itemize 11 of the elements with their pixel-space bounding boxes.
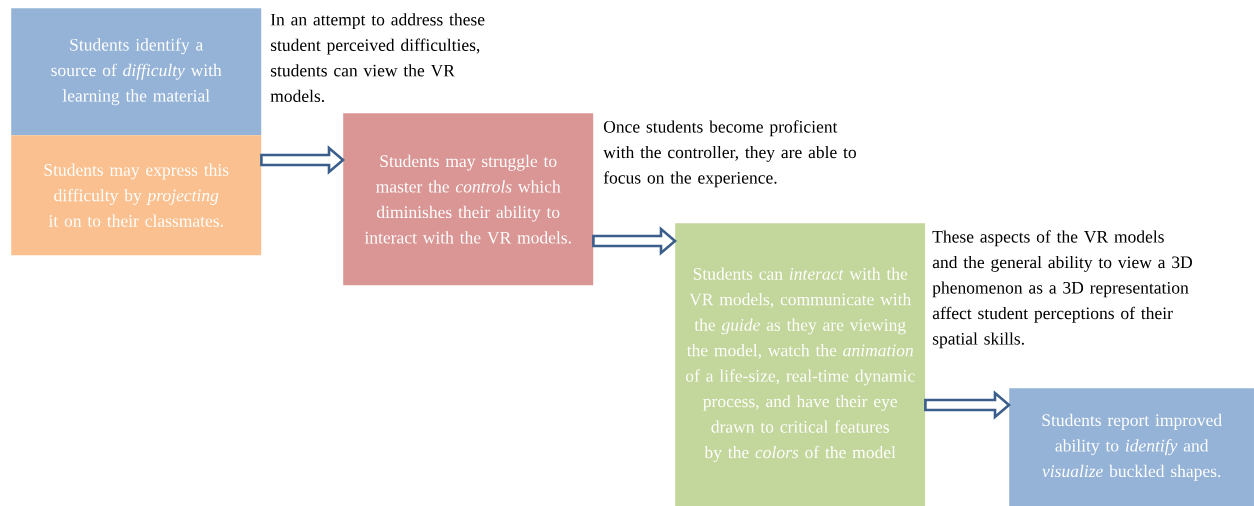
process-box: Students may express this difficulty by projecting it on to their classmates.	[11, 135, 262, 256]
process-box: Students report improved ability to identify and visualize buckled shapes.	[1009, 388, 1254, 506]
process-box: Students can interact with the VR models, communicate with the guide as they are viewing the model, watch the animation of a life-size, real-time dynamic process, and have their eye drawn to critical features by the colors of the model	[675, 223, 926, 506]
block-arrow	[924, 390, 1011, 420]
block-arrow	[592, 226, 677, 256]
process-box: Students may struggle to master the controls which diminishes their ability to interact with the VR models.	[343, 113, 594, 286]
edge-label: These aspects of the VR models and the general ability to view a 3D phenomenon as a 3D representation affect student perceptions of their spatial skills.	[932, 230, 1192, 349]
edge-label: In an attempt to address these student perceived difficulties, students can view the VR models.	[270, 13, 485, 103]
block-arrow	[260, 145, 345, 175]
edge-label: Once students become proficient with the controller, they are able to focus on the experience.	[603, 120, 856, 188]
process-box: Students identify a source of difficulty with learning the material	[11, 8, 262, 136]
